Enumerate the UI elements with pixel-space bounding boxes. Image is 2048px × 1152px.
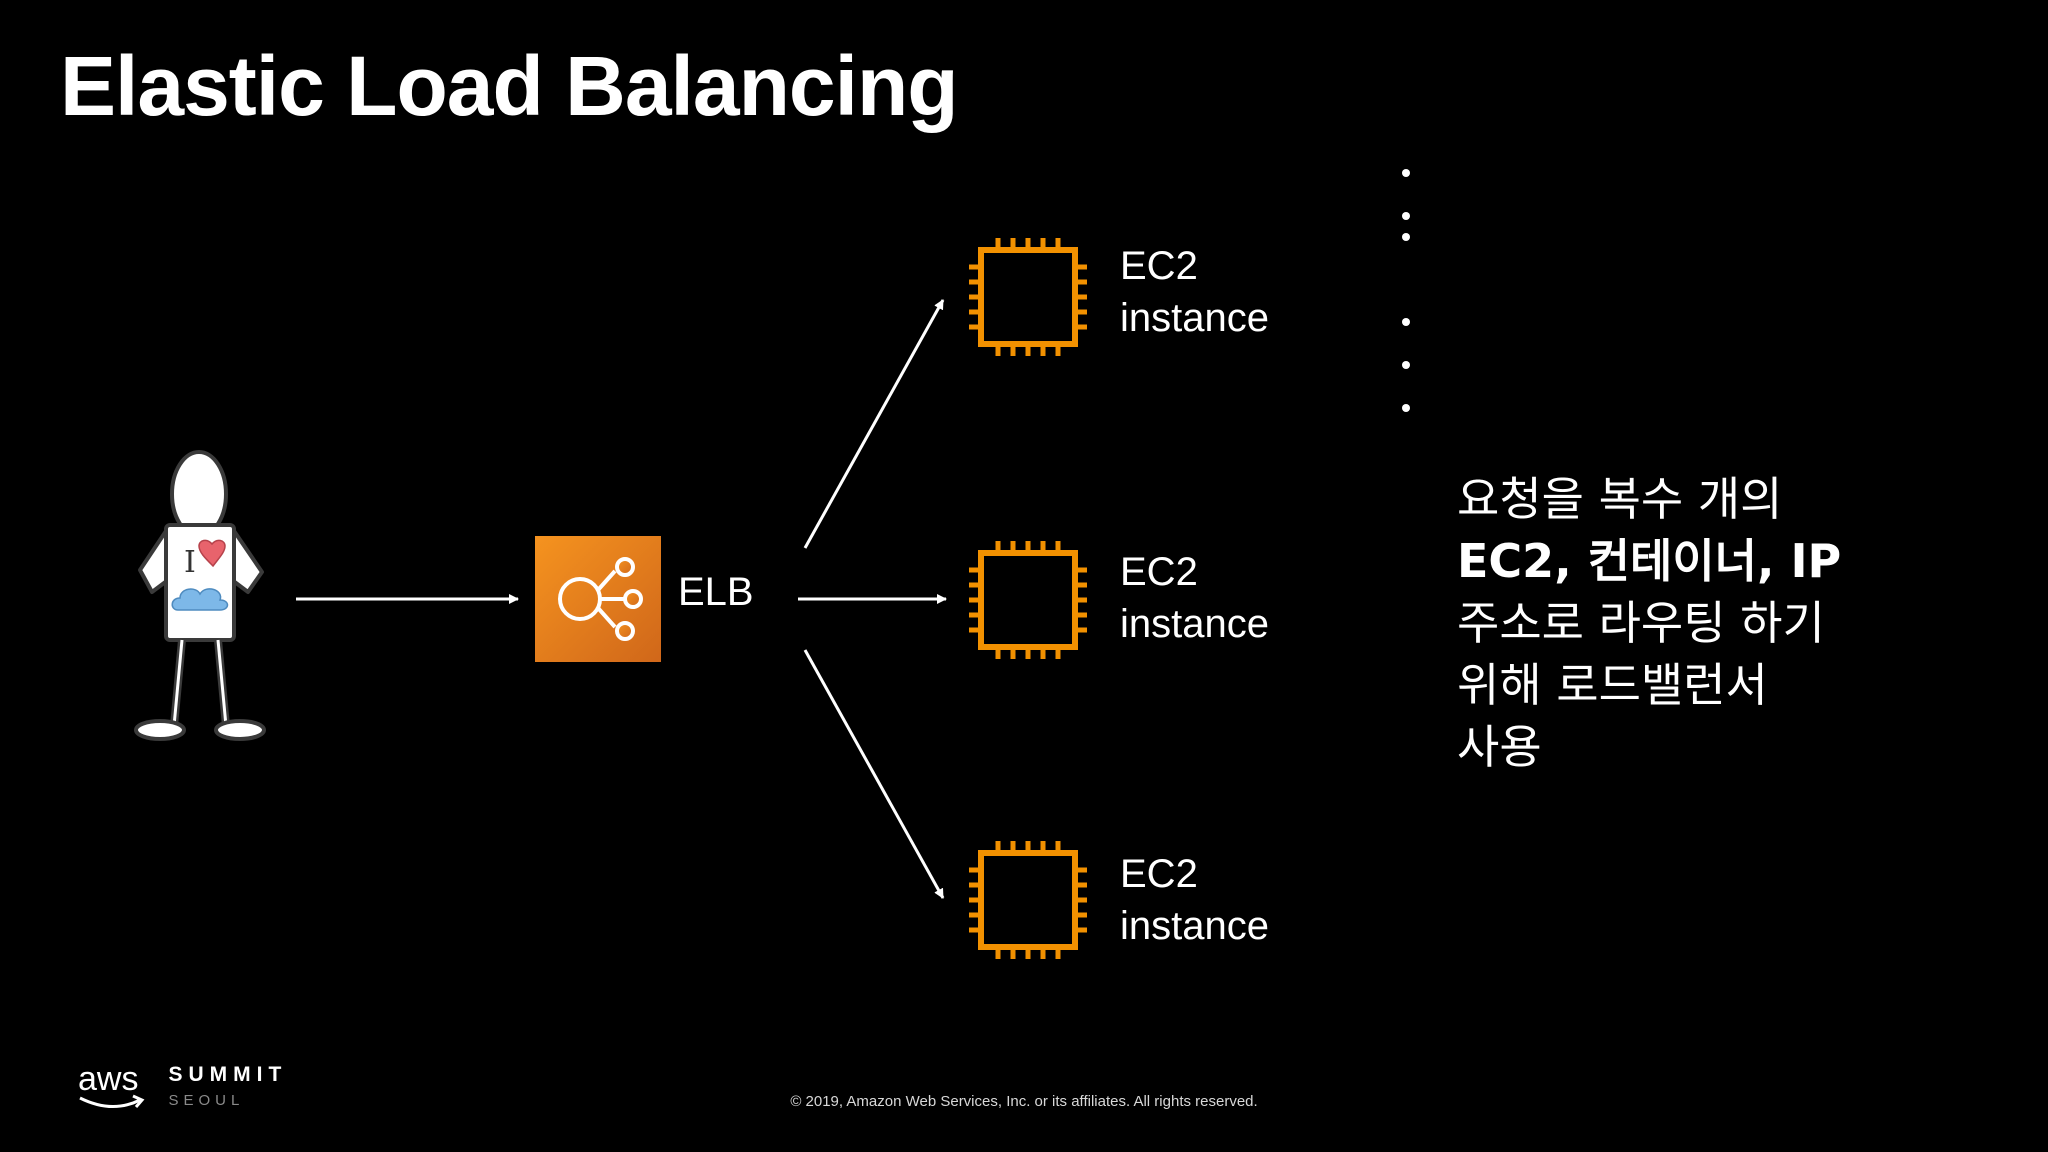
cloud-icon xyxy=(171,588,229,611)
aws-logo: aws xyxy=(78,1060,145,1109)
description-line: EC2, 컨테이너, IP xyxy=(1457,534,1842,588)
aws-summit-logo: aws SUMMIT SEOUL xyxy=(78,1060,288,1109)
ec2-label-line1: EC2 xyxy=(1120,244,1198,288)
description-text: 요청을 복수 개의 EC2, 컨테이너, IP 주소로 라우팅 하기 위해 로드… xyxy=(1457,468,1977,778)
user-figure-icon: I xyxy=(134,450,266,741)
elb-icon xyxy=(535,536,661,662)
copyright-notice: © 2019, Amazon Web Services, Inc. or its… xyxy=(790,1093,1258,1110)
summit-wordmark: SUMMIT xyxy=(168,1063,288,1086)
arrow-elb-to-ec2-bottom xyxy=(803,649,945,899)
ec2-label-line1: EC2 xyxy=(1120,550,1198,594)
city-wordmark: SEOUL xyxy=(168,1092,245,1109)
ec2-label-top: EC2 instance xyxy=(1120,240,1269,344)
ec2-chip-icon-middle xyxy=(969,541,1087,659)
ec2-label-line2: instance xyxy=(1120,904,1269,948)
description-line: 위해 로드밸런서 xyxy=(1457,658,1768,712)
ec2-label-line2: instance xyxy=(1120,602,1269,646)
ec2-chip-icon-bottom xyxy=(969,841,1087,959)
ec2-label-middle: EC2 instance xyxy=(1120,546,1269,650)
description-line: 주소로 라우팅 하기 xyxy=(1457,596,1825,650)
slide-title: Elastic Load Balancing xyxy=(60,39,959,133)
vertical-ellipsis-icon xyxy=(1402,169,1410,412)
description-line: 사용 xyxy=(1457,720,1542,774)
ec2-chip-icon-top xyxy=(969,238,1087,356)
description-line: 요청을 복수 개의 xyxy=(1457,472,1783,526)
aws-wordmark: aws xyxy=(78,1060,139,1098)
elb-label: ELB xyxy=(678,570,754,614)
ec2-label-bottom: EC2 instance xyxy=(1120,848,1269,952)
ec2-label-line2: instance xyxy=(1120,296,1269,340)
aws-smile-icon xyxy=(79,1094,145,1109)
heart-icon xyxy=(198,539,226,568)
ec2-label-line1: EC2 xyxy=(1120,852,1198,896)
user-badge-letter: I xyxy=(184,545,196,580)
arrow-elb-to-ec2-top xyxy=(803,299,945,549)
